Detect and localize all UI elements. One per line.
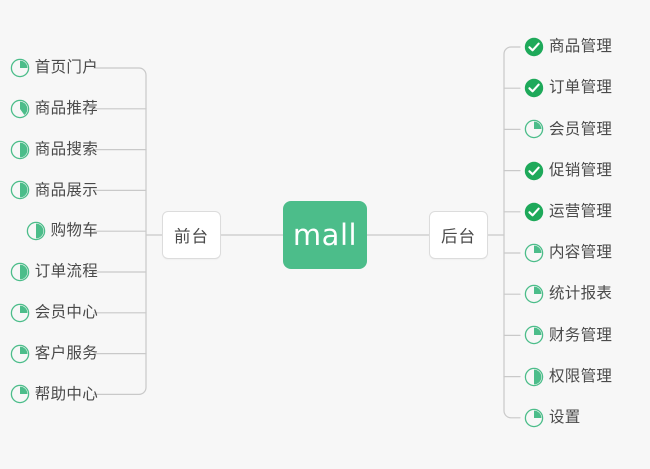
leaf-node-label: 设置: [549, 408, 581, 427]
leaf-node-label: 订单管理: [549, 78, 613, 97]
pie-progress-icon: [524, 120, 544, 139]
root-node-mall[interactable]: mall: [283, 201, 367, 269]
check-circle-icon: [524, 78, 544, 98]
branch-node-back[interactable]: 后台: [429, 211, 488, 259]
pie-progress-icon: [524, 284, 544, 304]
leaf-node-label: 商品推荐: [34, 99, 98, 118]
pie-progress-icon: [524, 326, 544, 345]
pie-progress-icon: [10, 140, 30, 159]
leaf-node[interactable]: 运营管理: [524, 199, 612, 225]
leaf-node-label: 财务管理: [549, 325, 613, 344]
leaf-node[interactable]: 商品推荐: [10, 96, 98, 122]
check-circle-icon: [524, 161, 544, 180]
leaf-node-label: 促销管理: [549, 160, 613, 179]
leaf-node[interactable]: 商品搜索: [10, 137, 98, 163]
right-trunk-edge: [503, 46, 521, 419]
leaf-node[interactable]: 设置: [524, 405, 581, 431]
leaf-node-label: 运营管理: [549, 202, 613, 221]
leaf-node[interactable]: 客户服务: [10, 341, 98, 367]
pie-progress-icon: [10, 58, 30, 78]
check-circle-icon: [524, 202, 544, 221]
leaf-node-label: 统计报表: [549, 284, 613, 303]
leaf-node[interactable]: 订单流程: [10, 259, 98, 285]
leaf-node[interactable]: 内容管理: [524, 240, 612, 266]
leaf-node[interactable]: 统计报表: [524, 281, 612, 307]
leaf-node[interactable]: 会员管理: [524, 116, 612, 142]
leaf-node-label: 会员管理: [549, 119, 613, 138]
left-trunk-edge: [93, 67, 147, 395]
pie-progress-icon: [10, 344, 30, 363]
pie-progress-icon: [10, 303, 30, 323]
leaf-node[interactable]: 会员中心: [10, 300, 98, 326]
branch-node-front[interactable]: 前台: [162, 211, 221, 259]
leaf-node[interactable]: 财务管理: [524, 322, 612, 348]
pie-progress-icon: [524, 367, 544, 386]
leaf-node-label: 商品管理: [549, 37, 613, 56]
leaf-node-label: 客户服务: [34, 343, 98, 362]
leaf-node-label: 内容管理: [549, 243, 613, 262]
leaf-node[interactable]: 权限管理: [524, 364, 612, 390]
leaf-node-label: 订单流程: [34, 262, 98, 281]
leaf-node[interactable]: 促销管理: [524, 158, 612, 184]
pie-progress-icon: [10, 262, 30, 282]
leaf-node-label: 购物车: [50, 221, 98, 240]
check-circle-icon: [524, 37, 544, 57]
leaf-node[interactable]: 首页门户: [10, 55, 98, 81]
pie-progress-icon: [524, 243, 544, 263]
pie-progress-icon: [524, 408, 544, 428]
pie-progress-icon: [10, 99, 30, 119]
leaf-node-label: 首页门户: [34, 58, 98, 77]
leaf-node[interactable]: 商品展示: [10, 177, 98, 203]
leaf-node-label: 商品搜索: [34, 139, 98, 158]
leaf-node[interactable]: 订单管理: [524, 75, 612, 101]
pie-progress-icon: [10, 385, 30, 404]
leaf-node[interactable]: 商品管理: [524, 34, 612, 60]
pie-progress-icon: [10, 181, 30, 200]
leaf-node-label: 商品展示: [34, 180, 98, 199]
leaf-node[interactable]: 帮助中心: [10, 381, 98, 407]
leaf-node-label: 会员中心: [34, 303, 98, 322]
leaf-node-label: 权限管理: [549, 366, 613, 385]
pie-progress-icon: [26, 221, 45, 241]
leaf-node-label: 帮助中心: [34, 384, 98, 403]
leaf-node[interactable]: 购物车: [26, 218, 98, 244]
